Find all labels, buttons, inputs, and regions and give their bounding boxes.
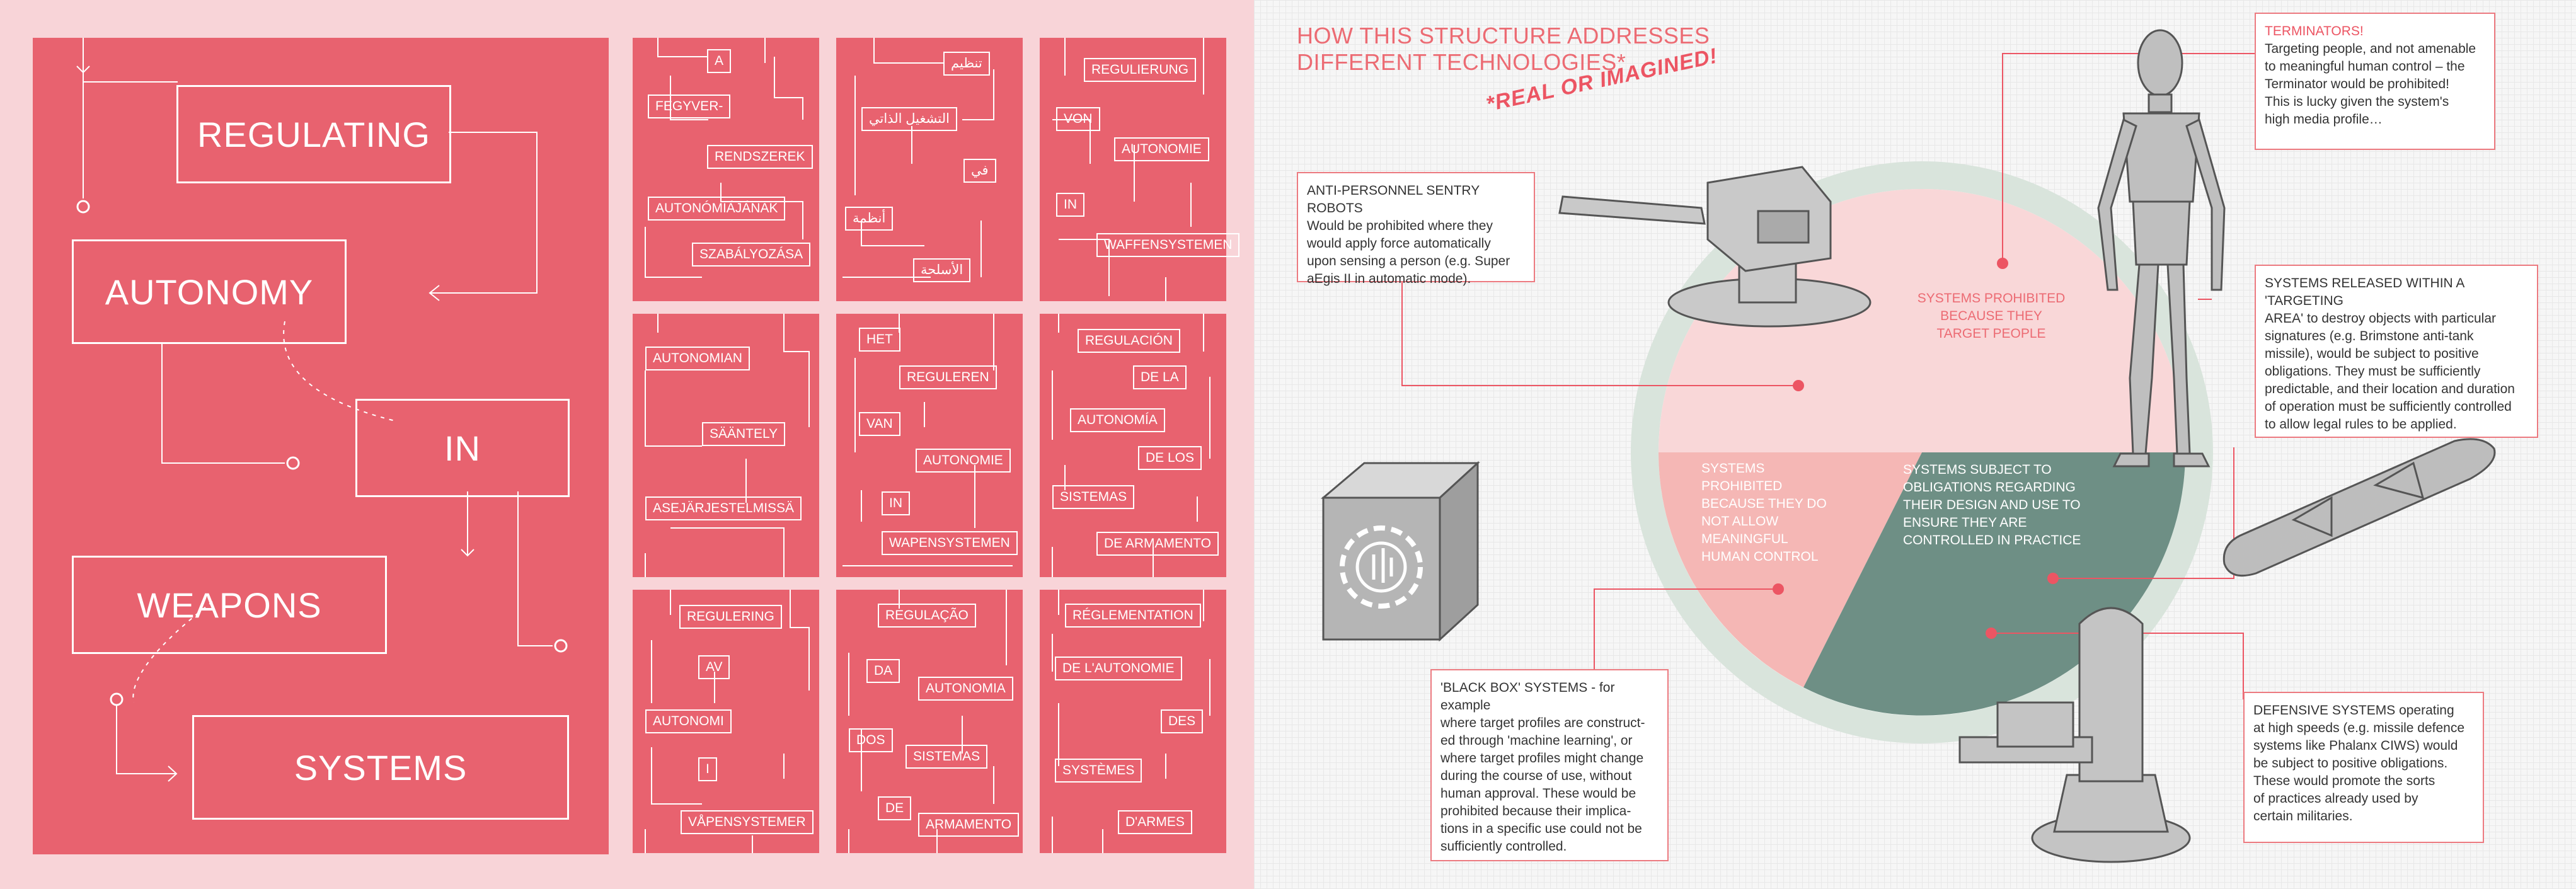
spanish-word-2: DE LA	[1133, 365, 1187, 389]
systems-box: SYSTEMS	[192, 715, 569, 820]
in-box: IN	[355, 399, 570, 497]
german-word-5: WAFFENSYSTEMEN	[1096, 233, 1240, 257]
translation-card-dutch: HET REGULEREN VAN AUTONOMIE IN WAPENSYST…	[836, 314, 1023, 577]
portuguese-word-2: DA	[866, 659, 900, 683]
arabic-word-5: الأسلحة	[913, 258, 971, 282]
norwegian-word-2: AV	[698, 655, 730, 679]
portuguese-word-5: SISTEMAS	[906, 745, 988, 769]
arabic-word-2: التشغيل الذاتي	[861, 107, 957, 131]
black-box-icon	[1320, 461, 1480, 642]
weapons-box: WEAPONS	[72, 556, 387, 654]
main-flow-lines	[76, 38, 568, 782]
norwegian-word-1: REGULERING	[679, 605, 782, 629]
dutch-word-4: AUTONOMIE	[916, 449, 1011, 473]
portuguese-word-1: REGULAÇÃO	[878, 604, 976, 628]
translation-card-spanish: REGULACIÓN DE LA AUTONOMÍA DE LOS SISTEM…	[1040, 314, 1226, 577]
dutch-word-6: WAPENSYSTEMEN	[882, 531, 1018, 555]
norwegian-word-5: VÅPENSYSTEMER	[681, 810, 814, 834]
callout-sentry-robots: ANTI-PERSONNEL SENTRY ROBOTS Would be pr…	[1297, 172, 1535, 286]
translation-card-hungarian: A FEGYVER- RENDSZEREK AUTONÓMIÁJÁNAK SZA…	[633, 38, 819, 301]
french-word-4: SYSTÈMES	[1055, 759, 1142, 783]
finnish-word-3: ASEJÄRJESTELMISSÄ	[645, 496, 802, 520]
german-word-4: IN	[1056, 193, 1084, 217]
french-word-1: RÉGLEMENTATION	[1065, 604, 1201, 628]
pie-label-no-human-control: SYSTEMS PROHIBITED BECAUSE THEY DO NOT A…	[1701, 461, 1827, 564]
portuguese-word-6: DE	[878, 796, 912, 820]
portuguese-word-7: ARMAMENTO	[918, 813, 1020, 837]
translation-card-finnish: AUTONOMIAN SÄÄNTELY ASEJÄRJESTELMISSÄ	[633, 314, 819, 577]
arabic-word-3: في	[963, 159, 996, 183]
translation-card-french: RÉGLEMENTATION DE L'AUTONOMIE DES SYSTÈM…	[1040, 590, 1226, 853]
spanish-word-1: REGULACIÓN	[1078, 329, 1180, 353]
hungarian-word-3: RENDSZEREK	[707, 145, 813, 169]
norwegian-word-4: I	[698, 757, 717, 781]
title-line-1: HOW THIS STRUCTURE ADDRESSES	[1297, 23, 1710, 49]
dutch-word-5: IN	[882, 491, 910, 515]
finnish-word-1: AUTONOMIAN	[645, 347, 750, 370]
french-word-5: D'ARMES	[1118, 810, 1192, 834]
hungarian-word-4: AUTONÓMIÁJÁNAK	[648, 197, 786, 221]
robot-icon	[2097, 29, 2226, 467]
hungarian-word-1: A	[707, 49, 732, 73]
dutch-word-2: REGULEREN	[899, 365, 997, 389]
hungarian-word-5: SZABÁLYOZÁSA	[692, 243, 811, 267]
translation-card-german: REGULIERUNG VON AUTONOMIE IN WAFFENSYSTE…	[1040, 38, 1240, 301]
french-word-2: DE L'AUTONOMIE	[1055, 657, 1182, 680]
portuguese-word-4: DOS	[849, 728, 893, 752]
pie-slice-no-human-control	[1659, 452, 1922, 687]
autonomy-box: AUTONOMY	[72, 239, 347, 344]
title-line-2: DIFFERENT TECHNOLOGIES*	[1297, 49, 1626, 75]
german-word-1: REGULIERUNG	[1084, 58, 1197, 82]
callout-terminators: TERMINATORS! Targeting people, and not a…	[2255, 13, 2495, 150]
pie-label-obligations: SYSTEMS SUBJECT TO OBLIGATIONS REGARDING…	[1903, 462, 2081, 548]
main-flow-card: REGULATING AUTONOMY IN WEAPONS SYSTEMS	[33, 38, 609, 854]
hungarian-word-2: FEGYVER-	[648, 95, 731, 118]
translation-card-norwegian: REGULERING AV AUTONOMI I VÅPENSYSTEMER	[633, 590, 819, 853]
finnish-word-2: SÄÄNTELY	[702, 422, 786, 446]
spanish-word-5: SISTEMAS	[1052, 485, 1135, 509]
spanish-word-4: DE LOS	[1138, 446, 1202, 470]
dutch-word-1: HET	[859, 328, 900, 352]
spanish-word-3: AUTONOMÍA	[1070, 408, 1165, 432]
translation-card-arabic: تنظيم التشغيل الذاتي في أنظمة الأسلحة	[836, 38, 1023, 301]
callout-targeting-area: SYSTEMS RELEASED WITHIN A 'TARGETING ARE…	[2255, 265, 2538, 438]
callout-dots	[1773, 258, 2059, 639]
arabic-word-4: أنظمة	[845, 207, 894, 231]
callout-black-box: 'BLACK BOX' SYSTEMS - for example where …	[1430, 669, 1669, 861]
regulating-box: REGULATING	[176, 85, 451, 183]
missile-icon	[2222, 438, 2496, 577]
portuguese-word-3: AUTONOMIA	[918, 677, 1013, 701]
norwegian-word-3: AUTONOMI	[645, 709, 732, 733]
german-word-3: AUTONOMIE	[1114, 137, 1209, 161]
spanish-word-6: DE ARMAMENTO	[1096, 532, 1219, 556]
phalanx-turret-icon	[1958, 607, 2191, 863]
translation-card-portuguese: REGULAÇÃO DA AUTONOMIA DOS SISTEMAS DE A…	[836, 590, 1023, 853]
german-word-2: VON	[1056, 107, 1100, 131]
arabic-word-1: تنظيم	[943, 52, 990, 76]
callout-defensive-systems: DEFENSIVE SYSTEMS operating at high spee…	[2243, 692, 2484, 843]
french-word-3: DES	[1161, 709, 1204, 733]
page-title: HOW THIS STRUCTURE ADDRESSES DIFFERENT T…	[1297, 23, 1710, 76]
pie-label-target-people: SYSTEMS PROHIBITED BECAUSE THEY TARGET P…	[1917, 291, 2066, 341]
sentry-gun-icon	[1558, 166, 1872, 328]
dutch-word-3: VAN	[859, 412, 900, 436]
